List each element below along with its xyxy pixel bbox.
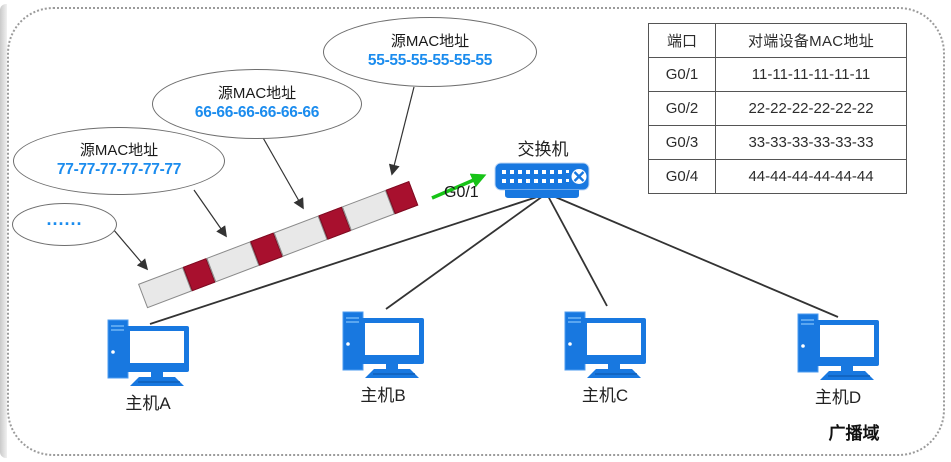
mac-cell: 22-22-22-22-22-22 [715, 91, 907, 126]
mac-address-table: 端口 对端设备MAC地址 G0/1 11-11-11-11-11-11 G0/2… [648, 23, 907, 194]
bubble-label: 源MAC地址 [217, 84, 297, 102]
table-row: G0/2 22-22-22-22-22-22 [648, 91, 907, 126]
arrow-77-to-frame [193, 189, 227, 238]
mac-cell: 11-11-11-11-11-11 [715, 57, 907, 92]
host-a: 主机A [98, 314, 198, 414]
bubble-mac-value: 77-77-77-77-77-77 [56, 161, 182, 179]
switch: 交换机 [493, 135, 593, 205]
header-port: 端口 [648, 23, 716, 58]
arrow-55-to-frame [388, 86, 415, 176]
link-switch-hostD [552, 195, 839, 318]
arrow-66-to-frame [261, 135, 304, 210]
switch-icon [494, 162, 590, 198]
broadcast-domain-boundary [7, 7, 945, 456]
mac-cell: 33-33-33-33-33-33 [715, 125, 907, 160]
host-b: 主机B [333, 306, 433, 406]
table-row: G0/4 44-44-44-44-44-44 [648, 159, 907, 194]
mac-cell: 44-44-44-44-44-44 [715, 159, 907, 194]
port-label-g01: G0/1 [444, 184, 479, 201]
bubble-mac-value: 55-55-55-55-55-55 [367, 52, 493, 70]
table-row: G0/1 11-11-11-11-11-11 [648, 57, 907, 92]
link-switch-hostA [149, 195, 541, 325]
host-label: 主机A [125, 394, 171, 413]
ellipsis-dots: ...... [46, 209, 83, 229]
header-peer-mac: 对端设备MAC地址 [715, 23, 907, 58]
arrow-etc-to-frame [112, 228, 149, 271]
switch-label: 交换机 [517, 140, 569, 159]
bubble-ellipsis: ...... [12, 203, 117, 246]
computer-icon [107, 319, 189, 386]
host-d: 主机D [788, 308, 888, 408]
ingress-arrow [431, 173, 487, 200]
host-label: 主机D [814, 388, 862, 407]
bubble-label: 源MAC地址 [79, 141, 159, 159]
table-row: G0/3 33-33-33-33-33-33 [648, 125, 907, 160]
bubble-mac-value: 66-66-66-66-66-66 [194, 104, 320, 122]
port-cell: G0/4 [648, 159, 716, 194]
host-c: 主机C [555, 306, 655, 406]
computer-icon [564, 311, 646, 378]
bubble-source-mac-55: 源MAC地址 55-55-55-55-55-55 [323, 17, 537, 87]
port-cell: G0/3 [648, 125, 716, 160]
computer-icon [342, 311, 424, 378]
broadcast-domain-label: 广播域 [828, 424, 880, 443]
link-switch-hostC [547, 195, 608, 307]
bubble-source-mac-66: 源MAC地址 66-66-66-66-66-66 [152, 69, 362, 139]
host-label: 主机B [360, 386, 406, 405]
bubble-label: 源MAC地址 [390, 32, 470, 50]
table-header-row: 端口 对端设备MAC地址 [648, 23, 907, 58]
page-edge [0, 4, 7, 458]
host-label: 主机C [581, 386, 629, 405]
fan-icon [571, 169, 587, 184]
link-switch-hostB [385, 195, 544, 310]
bubble-source-mac-77: 源MAC地址 77-77-77-77-77-77 [13, 127, 225, 195]
port-cell: G0/1 [648, 57, 716, 92]
computer-icon [797, 313, 879, 380]
port-cell: G0/2 [648, 91, 716, 126]
